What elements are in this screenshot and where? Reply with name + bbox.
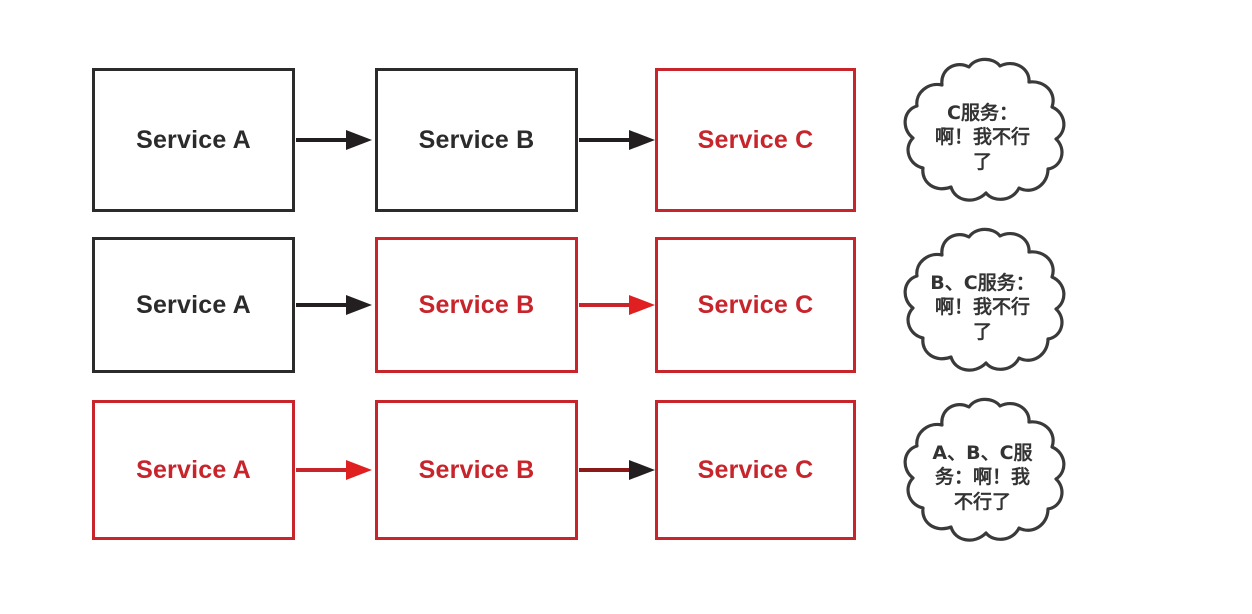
arrow-row2-a-to-b [296,292,374,318]
service-box-label: Service B [418,455,535,484]
service-box-label: Service B [418,290,535,319]
service-box-label: Service A [136,455,251,484]
callout-cloud-row2: B、C服务： 啊！我不行 了 [890,225,1075,390]
service-box-row2-a[interactable]: Service A [92,237,295,373]
service-box-row2-c[interactable]: Service C [655,237,856,373]
arrow-row3-a-to-b [296,457,374,483]
arrow-row2-b-to-c [579,292,657,318]
service-box-row1-b[interactable]: Service B [375,68,578,212]
service-box-row3-b[interactable]: Service B [375,400,578,540]
service-box-label: Service C [697,455,814,484]
cloud-shape-icon [903,227,1066,372]
callout-cloud-row3: A、B、C服 务：啊！我 不行了 [890,395,1075,560]
arrow-row1-a-to-b [296,127,374,153]
service-box-row1-a[interactable]: Service A [92,68,295,212]
service-box-label: Service A [136,125,251,154]
cloud-shape-icon [903,57,1066,202]
arrow-row1-b-to-c [579,127,657,153]
cloud-shape-icon [903,397,1066,542]
service-box-row2-b[interactable]: Service B [375,237,578,373]
service-box-label: Service C [697,125,814,154]
arrow-row3-b-to-c [579,457,657,483]
service-box-label: Service B [418,125,535,154]
service-box-label: Service A [136,290,251,319]
service-box-row1-c[interactable]: Service C [655,68,856,212]
service-box-row3-a[interactable]: Service A [92,400,295,540]
service-box-label: Service C [697,290,814,319]
service-box-row3-c[interactable]: Service C [655,400,856,540]
callout-cloud-row1: C服务： 啊！我不行 了 [890,55,1075,220]
